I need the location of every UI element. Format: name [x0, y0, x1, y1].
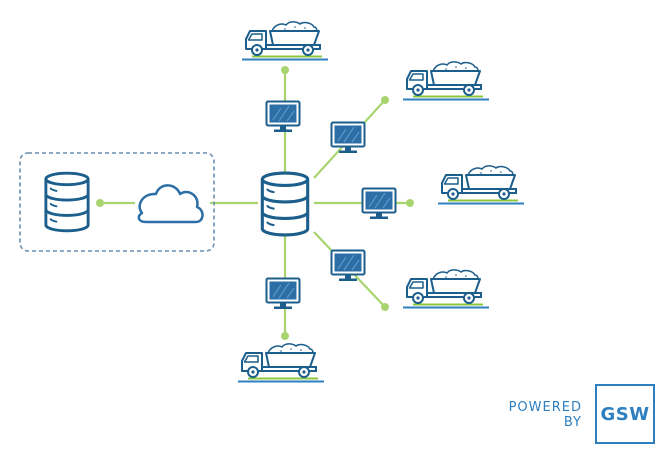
monitor-icon [330, 249, 366, 283]
dump-truck-icon [402, 60, 490, 102]
database-icon [44, 171, 90, 233]
gsw-logo-text: GSW [600, 403, 650, 425]
dump-truck-icon [402, 268, 490, 310]
monitor-icon [330, 121, 366, 155]
dump-truck-icon [237, 342, 325, 384]
datacenter-frame [19, 152, 215, 252]
database-icon [260, 171, 310, 237]
powered-label: POWERED [508, 400, 582, 415]
cloud-icon [137, 184, 204, 224]
monitor-icon [265, 277, 301, 311]
dump-truck-icon [437, 164, 525, 206]
monitor-icon [361, 187, 397, 221]
monitor-icon [265, 100, 301, 134]
connector-dots [96, 66, 414, 340]
by-label: BY [563, 415, 582, 430]
gsw-logo[interactable]: GSW [595, 384, 655, 444]
dump-truck-icon [241, 20, 329, 62]
powered-by-label: POWERED BY [509, 400, 582, 430]
